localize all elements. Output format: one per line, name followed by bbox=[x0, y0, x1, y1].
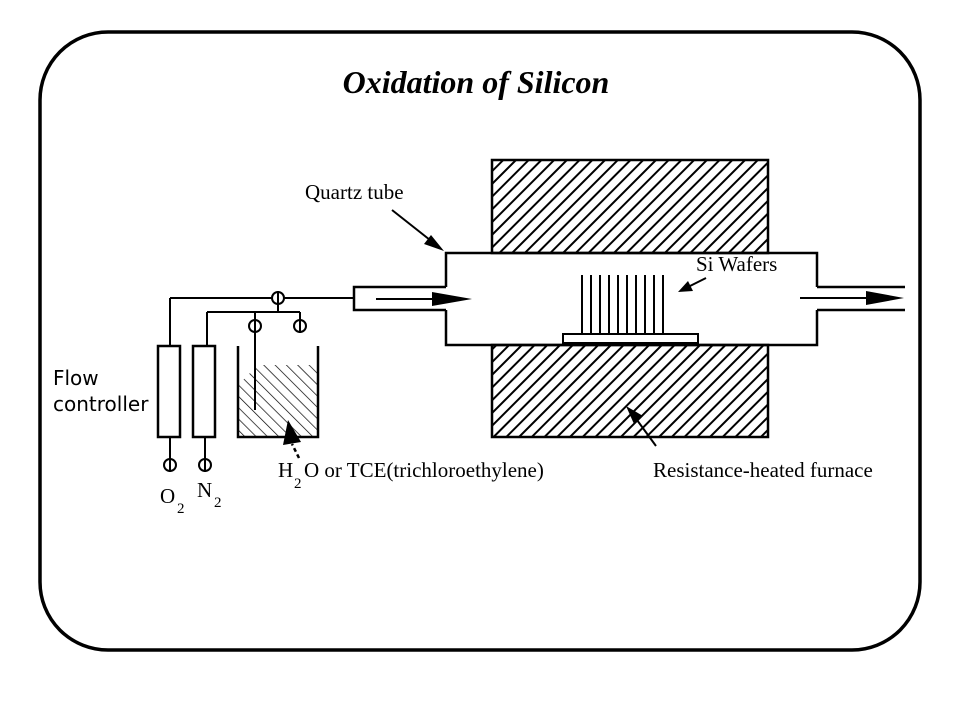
slide-frame bbox=[38, 30, 922, 652]
valve-n2 bbox=[198, 458, 212, 472]
valve-top bbox=[271, 291, 285, 305]
h2o-label-sub: 2 bbox=[294, 476, 302, 492]
bubbler bbox=[236, 346, 320, 439]
h2o-label-rest: O or TCE(trichloroethylene) bbox=[304, 458, 544, 482]
n2-label-sub: 2 bbox=[214, 495, 222, 511]
quartz-tube bbox=[444, 251, 819, 347]
valve-left bbox=[248, 319, 262, 333]
furnace-label: Resistance-heated furnace bbox=[653, 458, 873, 482]
inlet-pipe bbox=[352, 285, 472, 312]
liquid-hatch bbox=[238, 365, 318, 437]
flow-controller-n2 bbox=[191, 344, 217, 439]
furnace-bottom-block bbox=[490, 343, 770, 439]
o2-label-base: O bbox=[160, 484, 175, 508]
furnace bbox=[490, 158, 770, 439]
valve-right bbox=[293, 319, 307, 333]
furnace-top-block bbox=[490, 158, 770, 255]
bubbler-pointer bbox=[283, 420, 301, 459]
valve-o2 bbox=[163, 458, 177, 472]
si-wafers bbox=[581, 275, 664, 334]
flow-controller-o2 bbox=[156, 344, 182, 439]
quartz-tube-pointer bbox=[391, 209, 444, 251]
page-title: Oxidation of Silicon bbox=[343, 64, 610, 100]
quartz-tube-label: Quartz tube bbox=[305, 180, 404, 204]
furnace-pointer bbox=[626, 406, 657, 447]
wafer-holder bbox=[562, 333, 699, 344]
si-wafers-label: Si Wafers bbox=[696, 252, 777, 276]
n2-label-base: N bbox=[197, 478, 212, 502]
wafer-boat bbox=[562, 275, 699, 344]
n2-label: N 2 bbox=[197, 478, 222, 511]
o2-label: O 2 bbox=[160, 484, 185, 517]
outlet-pipe bbox=[800, 285, 905, 312]
o2-label-sub: 2 bbox=[177, 501, 185, 517]
flow-controller-label-line1: Flow bbox=[53, 366, 99, 390]
si-wafers-pointer bbox=[678, 277, 707, 292]
h2o-tce-label: H 2 O or TCE(trichloroethylene) bbox=[278, 458, 544, 492]
h2o-label-base: H bbox=[278, 458, 293, 482]
flow-controller-label-line2: controller bbox=[53, 392, 149, 416]
